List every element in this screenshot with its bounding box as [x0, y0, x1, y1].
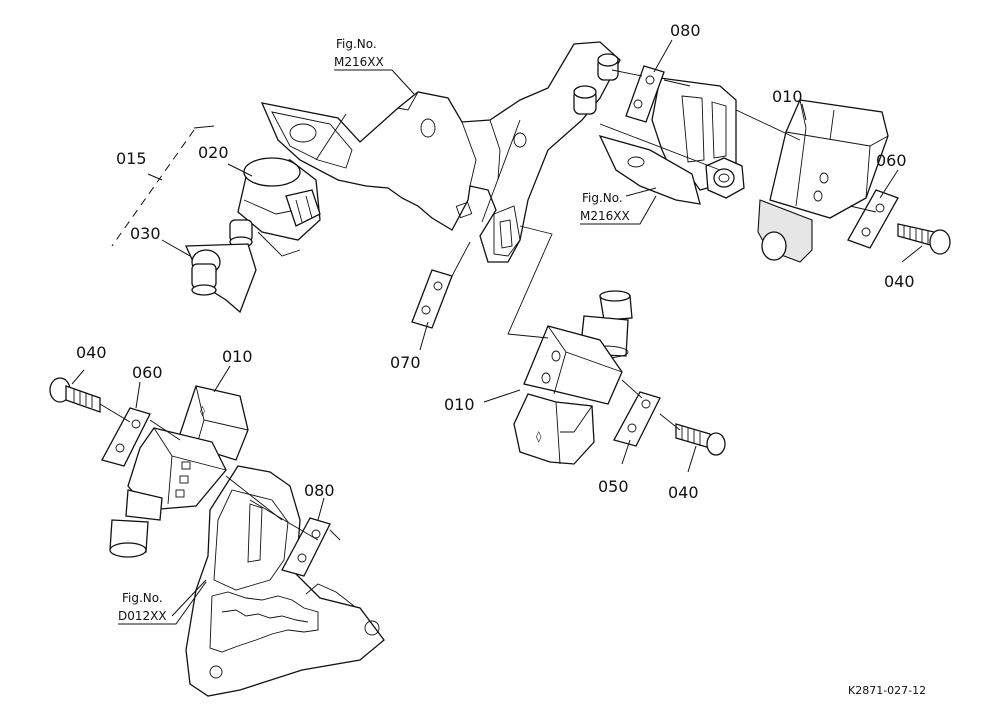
screw-040-left	[49, 377, 101, 413]
fig-ref-bottom-code: D012XX	[118, 609, 167, 623]
label-080-bottom: 080	[304, 481, 335, 500]
bushing-030	[185, 243, 257, 314]
label-050: 050	[598, 477, 629, 496]
svg-text:◊: ◊	[200, 405, 205, 417]
label-040-left: 040	[76, 343, 107, 362]
bracket-pins	[573, 53, 619, 115]
figure-references: Fig.No. M216XX Fig.No. M216XX Fig.No. D0…	[118, 37, 657, 625]
label-060-right: 060	[876, 151, 907, 170]
switch-010-left: ◊	[109, 385, 249, 558]
switch-010-top-right	[757, 99, 889, 263]
label-010-center: 010	[444, 395, 475, 414]
washer-060-left	[101, 407, 151, 467]
label-015: 015	[116, 149, 147, 168]
switch-020	[229, 157, 321, 257]
label-020: 020	[198, 143, 229, 162]
lower-mounting-bracket	[185, 465, 385, 697]
fig-ref-mid-label: Fig.No.	[582, 191, 623, 205]
screw-040-center	[675, 423, 726, 456]
fig-ref-top-code: M216XX	[334, 55, 384, 69]
label-040-right: 040	[884, 272, 915, 291]
label-040-center: 040	[668, 483, 699, 502]
mid-bracket-plate	[598, 134, 701, 205]
washer-060-right	[847, 189, 899, 249]
switch-010-center: ◊	[513, 290, 633, 465]
upper-mounting-bracket	[260, 41, 621, 263]
part-labels: 015 020 030 070 080 010 060 040 010 050 …	[76, 21, 915, 502]
label-060-left: 060	[132, 363, 163, 382]
drawing-code: K2871-027-12	[848, 684, 926, 697]
label-010-left: 010	[222, 347, 253, 366]
label-010-top-right: 010	[772, 87, 803, 106]
svg-text:◊: ◊	[536, 430, 542, 443]
fig-ref-mid-code: M216XX	[580, 209, 630, 223]
fig-ref-top-label: Fig.No.	[336, 37, 377, 51]
screw-040-right	[897, 223, 951, 255]
fig-ref-bottom-label: Fig.No.	[122, 591, 163, 605]
washer-050	[613, 391, 661, 447]
washer-080-bottom	[281, 517, 331, 577]
label-030: 030	[130, 224, 161, 243]
leader-lines	[71, 39, 923, 617]
label-070: 070	[390, 353, 421, 372]
washer-080-top	[625, 65, 665, 123]
label-080-top: 080	[670, 21, 701, 40]
hex-nut	[705, 157, 745, 199]
washer-070	[411, 269, 453, 329]
